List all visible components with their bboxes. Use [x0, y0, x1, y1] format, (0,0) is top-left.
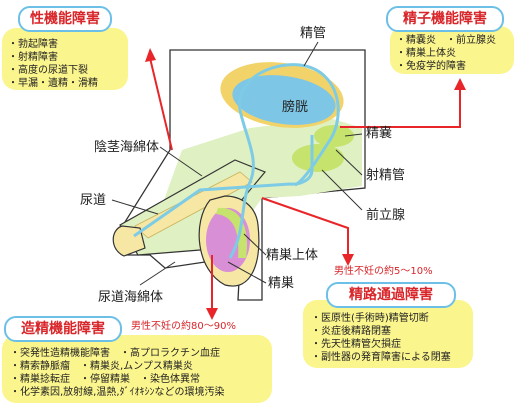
spermatogenesis-box: 突発性造精機能障害 ・高プロラクチン血症 精索静脈瘤 ・精巣炎,ムンプス精巣炎 …: [2, 335, 272, 403]
epididymis-shape: [216, 207, 247, 258]
list-item: 先天性精管欠損症: [311, 338, 473, 351]
label-corpus-cavernosum: 陰茎海綿体: [94, 140, 160, 155]
arrow-sperm: [340, 86, 461, 128]
list-item: 精巣上体炎: [396, 47, 514, 60]
label-seminal-vesicle: 精嚢: [366, 126, 393, 141]
list-item: 精嚢炎 ・前立腺炎: [396, 34, 514, 47]
label-bladder: 膀胱: [282, 100, 309, 115]
list-item: 精巣捻転症 ・停留精巣 ・染色体異常: [10, 373, 272, 386]
sperm-dysfunction-box: 精嚢炎 ・前立腺炎 精巣上体炎 免疫学的障害: [390, 26, 514, 74]
spermatogenesis-rate-note: 男性不妊の約80～90%: [131, 321, 236, 332]
sexual-dysfunction-title: 性機能障害: [18, 6, 112, 32]
sexual-dysfunction-box: 勃起障害 射精障害 高度の尿道下裂 早漏・遺精・滑精: [2, 28, 128, 90]
seminal-vesicle-shape: [314, 125, 354, 147]
label-corpus-spongiosum: 尿道海綿体: [98, 290, 164, 305]
sperm-dysfunction-title: 精子機能障害: [386, 6, 504, 32]
leader-cavernosum: [159, 146, 203, 177]
leader-prostate: [321, 169, 363, 211]
label-testis: 精巣: [268, 276, 295, 291]
leader-testis: [227, 261, 267, 284]
sexual-dysfunction-list: 勃起障害 射精障害 高度の尿道下裂 早漏・遺精・滑精: [8, 38, 128, 90]
arrow-tract: [261, 197, 349, 258]
list-item: 精索静脈瘤 ・精巣炎,ムンプス精巣炎: [10, 360, 272, 373]
urethra-line: [133, 135, 314, 238]
sperm-dysfunction-list: 精嚢炎 ・前立腺炎 精巣上体炎 免疫学的障害: [396, 34, 514, 73]
leader-epididymis: [243, 233, 267, 256]
arrowhead-spermatogenesis: [206, 308, 218, 320]
tract-obstruction-title: 精路通過障害: [326, 282, 456, 308]
list-item: 高度の尿道下裂: [8, 64, 128, 77]
arrowhead-sexual: [145, 48, 156, 62]
list-item: 勃起障害: [8, 38, 128, 51]
list-item: 射精障害: [8, 51, 128, 64]
spermatogenesis-title: 造精機能障害: [4, 316, 122, 342]
leader-urethra: [111, 199, 159, 215]
spermatogenesis-list: 突発性造精機能障害 ・高プロラクチン血症 精索静脈瘤 ・精巣炎,ムンプス精巣炎 …: [10, 347, 272, 399]
tract-obstruction-list: 医原性(手術時)精管切断 炎症後精路閉塞 先天性精管欠損症 副性器の発育障害によ…: [311, 312, 473, 364]
list-item: 化学素因,放射線,温熱,ﾀﾞｲｵｷｼﾝなどの環境汚染: [10, 386, 272, 399]
leader-spongiosum: [139, 261, 176, 286]
label-prostate: 前立腺: [366, 208, 406, 223]
label-urethra: 尿道: [80, 193, 107, 208]
arrow-sexual: [149, 57, 173, 151]
leader-vas: [303, 41, 319, 67]
list-item: 副性器の発育障害による閉塞: [311, 351, 473, 364]
list-item: 早漏・遺精・滑精: [8, 77, 128, 90]
arrowhead-sperm: [454, 78, 466, 90]
list-item: 突発性造精機能障害 ・高プロラクチン血症: [10, 347, 272, 360]
label-epididymis: 精巣上体: [266, 248, 319, 263]
list-item: 医原性(手術時)精管切断: [311, 312, 473, 325]
label-vas-deferens: 精管: [300, 26, 327, 41]
tract-rate-note: 男性不妊の約5～10%: [334, 266, 433, 277]
tract-obstruction-box: 医原性(手術時)精管切断 炎症後精路閉塞 先天性精管欠損症 副性器の発育障害によ…: [303, 300, 473, 368]
list-item: 炎症後精路閉塞: [311, 325, 473, 338]
leader-seminal: [344, 133, 363, 137]
bladder-shape: [232, 75, 336, 125]
list-item: 免疫学的障害: [396, 60, 514, 73]
arrowhead-tract: [342, 254, 354, 266]
label-ejaculatory-duct: 射精管: [366, 168, 406, 183]
leader-ejac: [335, 149, 363, 176]
vas-deferens-line: [228, 63, 340, 259]
